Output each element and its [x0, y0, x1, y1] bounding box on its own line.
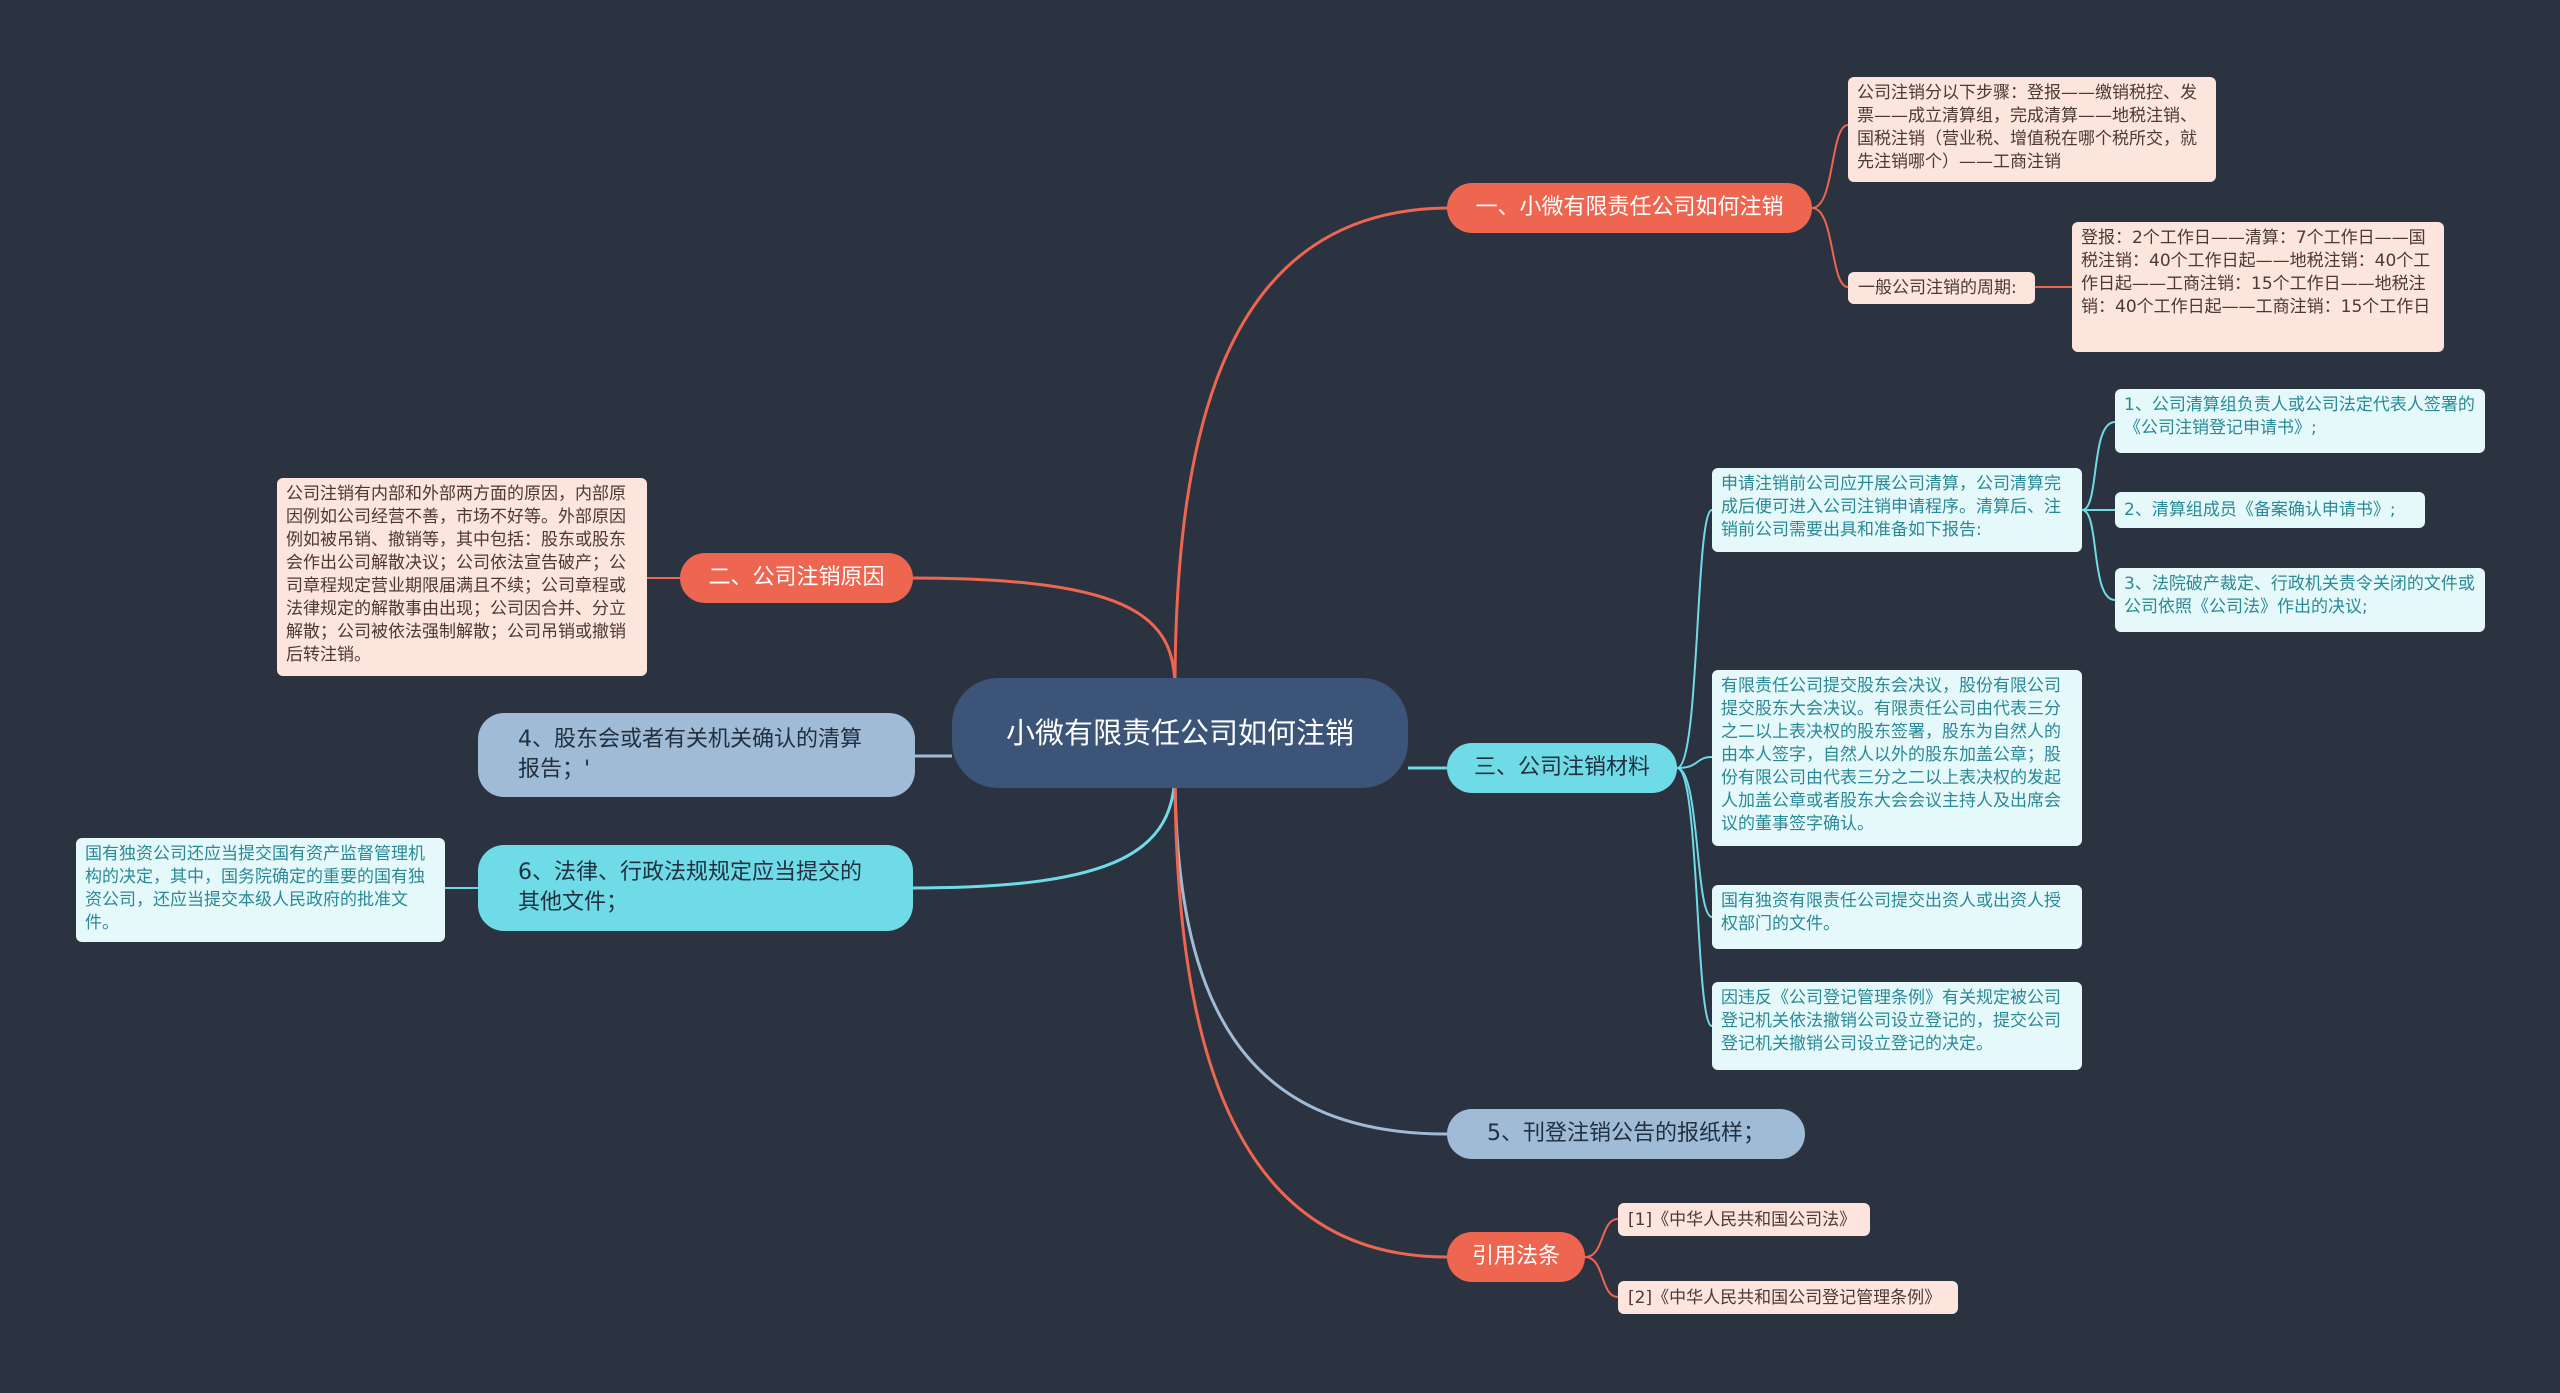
link-center-b2: [909, 576, 1177, 691]
shareholder-resolution-note[interactable]: 有限责任公司提交股东会决议，股份有限公司提交股东大会决议。有限责任公司由代表三分…: [1712, 670, 2082, 846]
note-text: 3、法院破产裁定、行政机关责令关闭的文件或公司依照《公司法》作出的决议;: [2124, 574, 2475, 617]
deregister-reasons-note[interactable]: 公司注销有内部和外部两方面的原因，内部原因例如公司经营不善，市场不好等。外部原因…: [277, 478, 647, 676]
note-text: 因违反《公司登记管理条例》有关规定被公司登记机关依法撤销公司设立登记的，提交公司…: [1721, 988, 2061, 1054]
branch-label: 引用法条: [1472, 1244, 1561, 1269]
note-text: [2]《中华人民共和国公司登记管理条例》: [1628, 1287, 1942, 1308]
materials-item-3[interactable]: 3、法院破产裁定、行政机关责令关闭的文件或公司依照《公司法》作出的决议;: [2115, 568, 2485, 632]
state-owned-llc-note[interactable]: 国有独资有限责任公司提交出资人或出资人授权部门的文件。: [1712, 885, 2082, 949]
deregister-cycle-note[interactable]: 登报：2个工作日——清算：7个工作日——国税注销：40个工作日起——地税注销：4…: [2072, 222, 2444, 352]
branch-label: 5、刊登注销公告的报纸样；: [1487, 1121, 1765, 1146]
link-center-b7: [1173, 769, 1448, 1259]
branch-liquidation-report[interactable]: 4、股东会或者有关机关确认的清算报告；': [478, 713, 915, 797]
note-text: 公司注销有内部和外部两方面的原因，内部原因例如公司经营不善，市场不好等。外部原因…: [286, 484, 626, 665]
branch-deregister-reasons[interactable]: 二、公司注销原因: [680, 553, 913, 603]
state-owned-note[interactable]: 国有独资公司还应当提交国有资产监督管理机构的决定，其中，国务院确定的重要的国有独…: [76, 838, 445, 942]
note-text: 公司注销分以下步骤：登报——缴销税控、发票——成立清算组，完成清算——地税注销、…: [1857, 83, 2197, 172]
link-center-b1: [1173, 206, 1448, 691]
deregister-cycle-label[interactable]: 一般公司注销的周期:: [1848, 272, 2035, 304]
deregister-steps-note[interactable]: 公司注销分以下步骤：登报——缴销税控、发票——成立清算组，完成清算——地税注销、…: [1848, 77, 2216, 182]
branch-newspaper-sample[interactable]: 5、刊登注销公告的报纸样；: [1447, 1109, 1805, 1159]
branch-cited-laws[interactable]: 引用法条: [1447, 1232, 1585, 1282]
branch-label: 三、公司注销材料: [1473, 755, 1650, 780]
note-text: 一般公司注销的周期:: [1858, 278, 2017, 298]
materials-intro-note[interactable]: 申请注销前公司应开展公司清算，公司清算完成后便可进入公司注销申请程序。清算后、注…: [1712, 468, 2082, 552]
cited-law-1[interactable]: [1]《中华人民共和国公司法》: [1618, 1203, 1870, 1236]
branch-label: 6、法律、行政法规规定应当提交的其他文件；: [518, 860, 862, 915]
central-topic[interactable]: 小微有限责任公司如何注销: [952, 678, 1408, 788]
note-text: 申请注销前公司应开展公司清算，公司清算完成后便可进入公司注销申请程序。清算后、注…: [1721, 474, 2061, 540]
branch-label: 一、小微有限责任公司如何注销: [1475, 195, 1784, 220]
branch-deregister-materials[interactable]: 三、公司注销材料: [1447, 743, 1677, 793]
note-text: 2、清算组成员《备案确认申请书》;: [2124, 499, 2396, 520]
branch-label: 二、公司注销原因: [708, 565, 885, 590]
materials-item-1[interactable]: 1、公司清算组负责人或公司法定代表人签署的《公司注销登记申请书》;: [2115, 389, 2485, 453]
materials-item-2[interactable]: 2、清算组成员《备案确认申请书》;: [2115, 492, 2425, 528]
note-text: 国有独资公司还应当提交国有资产监督管理机构的决定，其中，国务院确定的重要的国有独…: [85, 844, 425, 933]
branch-other-documents[interactable]: 6、法律、行政法规规定应当提交的其他文件；: [478, 845, 913, 931]
central-topic-label: 小微有限责任公司如何注销: [1005, 716, 1354, 750]
registration-revoked-note[interactable]: 因违反《公司登记管理条例》有关规定被公司登记机关依法撤销公司设立登记的，提交公司…: [1712, 982, 2082, 1070]
note-text: [1]《中华人民共和国公司法》: [1628, 1209, 1857, 1230]
branch-how-to-deregister[interactable]: 一、小微有限责任公司如何注销: [1447, 183, 1812, 233]
link-center-b6: [912, 769, 1177, 890]
cited-law-2[interactable]: [2]《中华人民共和国公司登记管理条例》: [1618, 1281, 1958, 1314]
branch-label: 4、股东会或者有关机关确认的清算报告；': [518, 727, 862, 782]
note-text: 1、公司清算组负责人或公司法定代表人签署的《公司注销登记申请书》;: [2124, 395, 2475, 438]
link-center-b5: [1173, 769, 1448, 1136]
note-text: 国有独资有限责任公司提交出资人或出资人授权部门的文件。: [1721, 891, 2061, 934]
note-text: 登报：2个工作日——清算：7个工作日——国税注销：40个工作日起——地税注销：4…: [2081, 228, 2431, 317]
note-text: 有限责任公司提交股东会决议，股份有限公司提交股东大会决议。有限责任公司由代表三分…: [1721, 676, 2061, 834]
